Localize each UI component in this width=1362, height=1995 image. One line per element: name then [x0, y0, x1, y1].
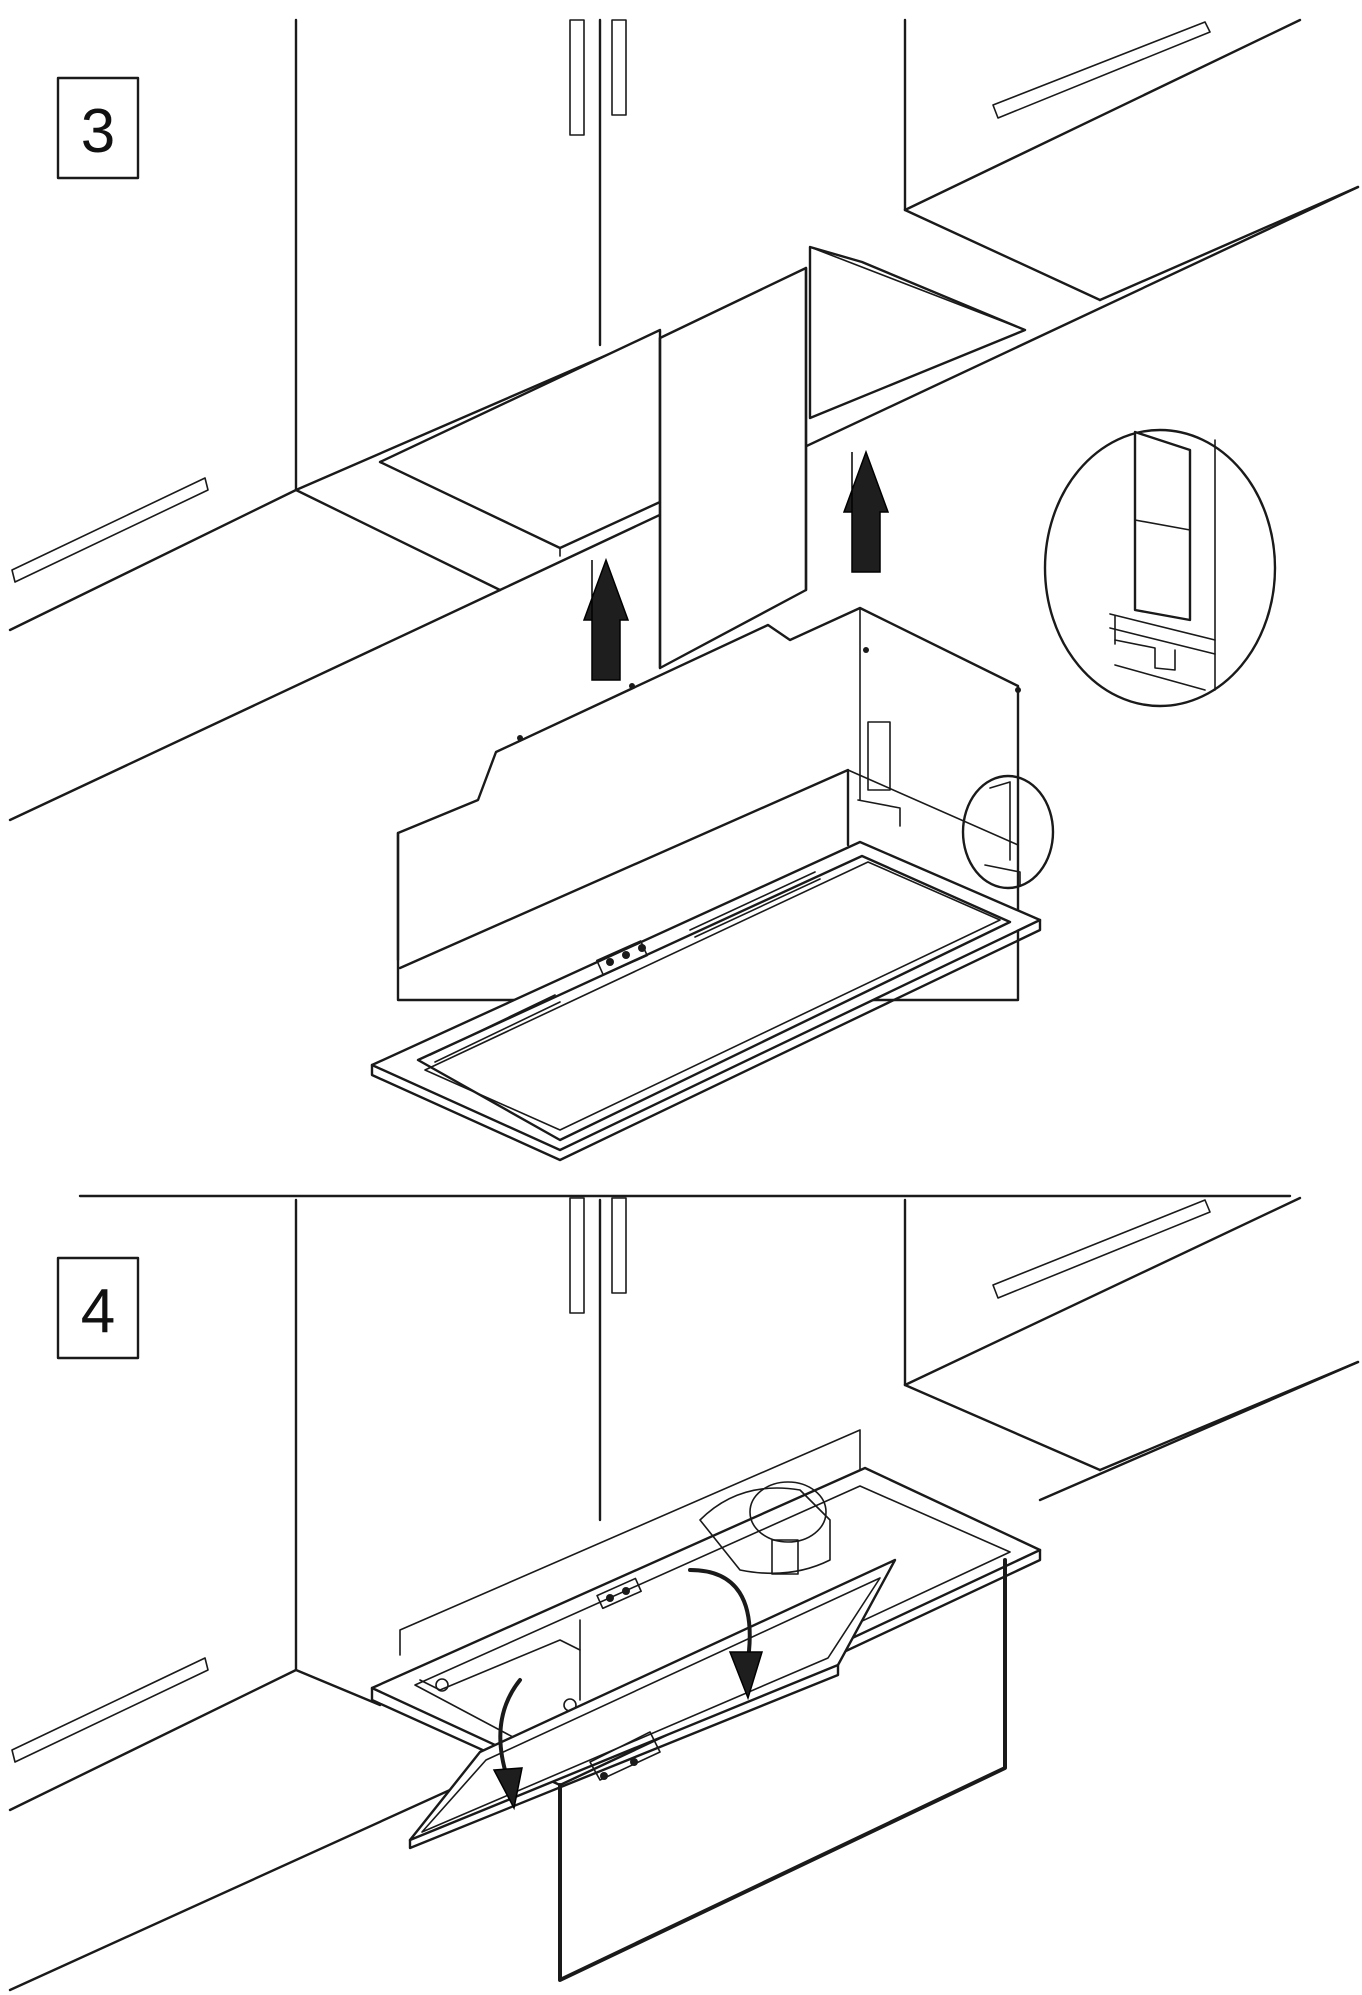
curved-down-arrow-icon	[688, 1568, 764, 1701]
cabinet-underside-top	[8, 185, 1360, 822]
cabinet-handle-right	[611, 19, 627, 116]
cabinet-handle-left	[569, 1197, 585, 1314]
hanging-back-panel	[558, 1558, 1007, 1982]
curved-down-arrow-icon	[492, 1678, 523, 1811]
step-3-number: 3	[81, 97, 115, 166]
step-4-panel: 4	[8, 1196, 1360, 1992]
cabinet-cutout	[378, 245, 1027, 557]
step-4-number: 4	[81, 1277, 115, 1346]
installed-hood	[370, 1429, 1042, 1787]
step-4-badge: 4	[56, 1256, 140, 1360]
control-panel-icon	[596, 940, 648, 976]
rear-column	[658, 266, 808, 670]
step-3-badge: 3	[56, 76, 140, 180]
door-handle	[589, 1731, 661, 1781]
cabinet-handle-right	[611, 1197, 627, 1294]
motor-housing-icon	[699, 1481, 831, 1575]
step-3-panel: 3	[8, 18, 1360, 1162]
step-4-box	[56, 1256, 140, 1360]
control-panel-icon	[596, 1577, 642, 1610]
filter-door	[408, 1558, 897, 1850]
cabinet-handle-near	[11, 477, 209, 583]
cabinet-handle-far	[992, 1199, 1211, 1299]
magnifier-detail-icon	[1043, 428, 1277, 708]
cooker-hood-frame	[370, 840, 1042, 1162]
wall-cabinets-bottom	[11, 1196, 1302, 1763]
rear-clip-slot	[867, 721, 891, 791]
cabinet-handle-left	[569, 19, 585, 136]
cabinet-handle-near	[11, 1657, 209, 1763]
up-arrow-icon	[582, 557, 630, 681]
magnifier-detail-icon	[961, 774, 1055, 890]
step-3-box	[56, 76, 140, 180]
up-arrow-icon	[842, 449, 890, 573]
cabinet-handle-far	[992, 21, 1211, 119]
